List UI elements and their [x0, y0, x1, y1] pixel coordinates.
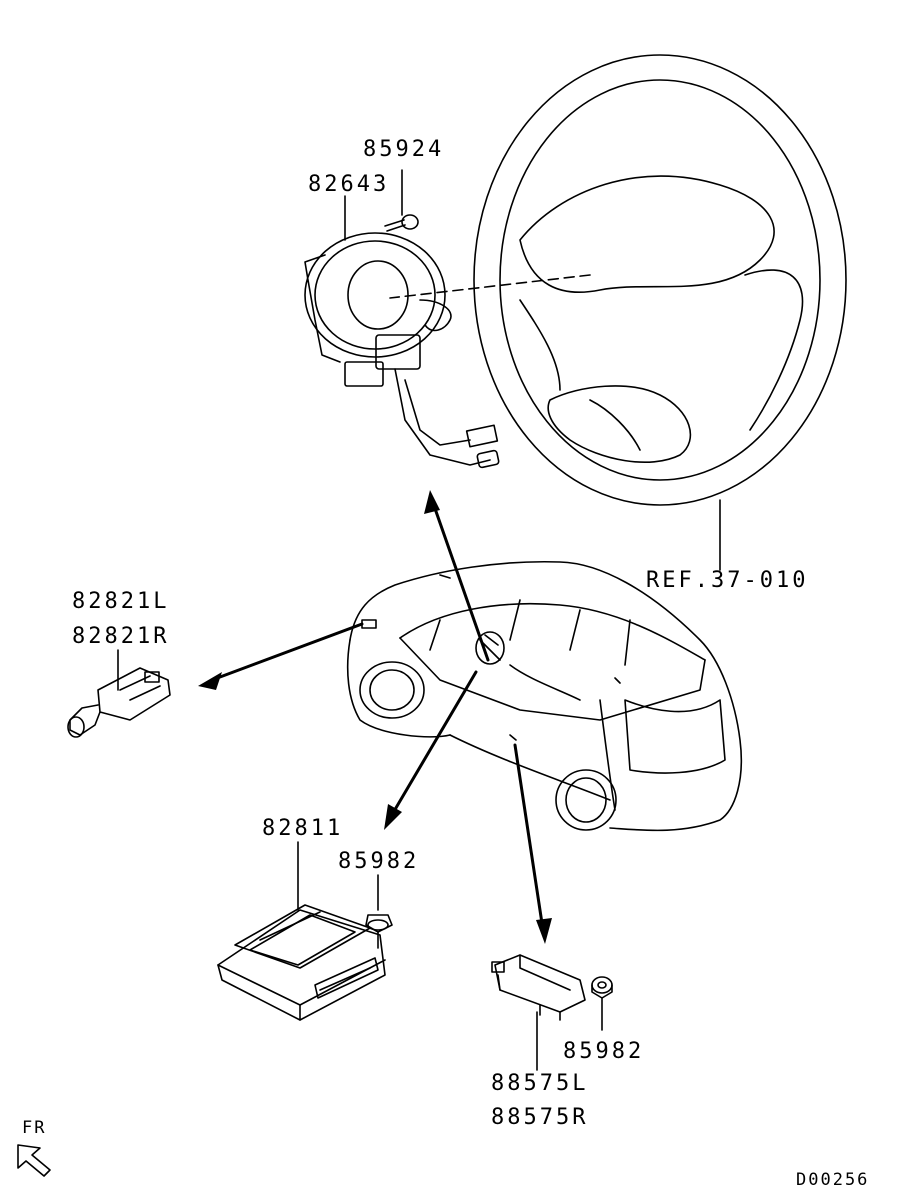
- srs-control-unit: [218, 842, 385, 1020]
- part-label-82821r: 82821R: [72, 624, 170, 649]
- leader-arrow-up: [424, 490, 488, 660]
- vehicle: [348, 562, 742, 831]
- nut-lower: [592, 977, 612, 1030]
- screw: [385, 170, 418, 231]
- leader-arrow-down-left: [384, 672, 476, 830]
- diagram-code: D00256: [796, 1170, 870, 1190]
- part-label-82811: 82811: [262, 816, 344, 841]
- part-label-85982-upper: 85982: [338, 849, 420, 874]
- clock-spring: [305, 196, 499, 468]
- front-impact-sensor: [492, 955, 585, 1070]
- reference-label: REF.37-010: [646, 568, 809, 593]
- fr-arrow-icon: [18, 1145, 50, 1176]
- steering-wheel: [390, 55, 846, 570]
- part-label-85982-lower: 85982: [563, 1039, 645, 1064]
- part-label-82821l: 82821L: [72, 589, 170, 614]
- front-direction-label: FR: [22, 1118, 47, 1138]
- part-label-88575r: 88575R: [491, 1105, 589, 1130]
- part-label-82643: 82643: [308, 172, 390, 197]
- part-label-85924: 85924: [363, 137, 445, 162]
- part-label-88575l: 88575L: [491, 1071, 589, 1096]
- side-impact-sensor: [68, 650, 170, 737]
- leader-arrow-down: [515, 745, 552, 944]
- leader-arrow-left: [198, 624, 362, 690]
- nut: [366, 875, 392, 948]
